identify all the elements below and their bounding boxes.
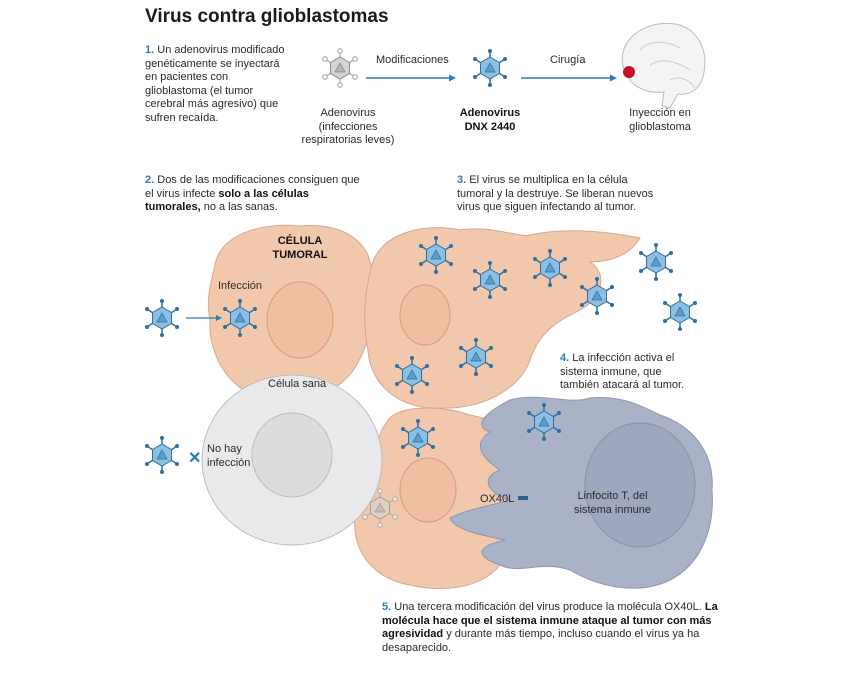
step3-body: El virus se multiplica en la célula tumo… [457, 174, 654, 213]
tumor-label-line1: CÉLULA [277, 235, 323, 247]
arrow2-label: Cirugía [550, 54, 586, 66]
ox40l-molecule [518, 496, 528, 500]
no-infection-label: No hay infección [207, 443, 251, 469]
step3-number: 3. [457, 174, 467, 186]
dnx-label-line1: Adenovirus [459, 107, 521, 119]
page-title: Virus contra glioblastomas [145, 6, 389, 27]
step2-body: Dos de las modificaciones consiguen que … [145, 174, 360, 200]
step4-body: La infección activa el sistema inmune, q… [560, 352, 685, 391]
brain-icon [621, 22, 706, 109]
tumor-dot [623, 66, 635, 78]
step5-body: Una tercera modificación del virus produ… [394, 601, 705, 613]
dnx2440-virus-icon [472, 48, 508, 88]
tumor-nucleus [266, 281, 334, 359]
adenovirus-label: Adenovirus (infecciones respiratorias le… [301, 107, 395, 146]
step2-text: 2. Dos de las modificaciones consiguen q… [145, 174, 360, 215]
step1-body: Un adenovirus modificado genéticamente s… [145, 44, 285, 124]
t-cell-nucleus [584, 422, 696, 548]
step2-bold: solo a las células tumorales, [145, 187, 309, 214]
arrow1-label: Modificaciones [376, 54, 449, 66]
step1-text: 1. Un adenovirus modificado genéticament… [145, 44, 290, 125]
step3-text: 3. El virus se multiplica en la célula t… [457, 174, 667, 215]
brain-label: Inyección en glioblastoma [629, 107, 691, 133]
step4-text: 4. La infección activa el sistema inmune… [560, 352, 700, 393]
step5-tail: y durante más tiempo, incluso cuando el … [382, 628, 700, 654]
step2-tail: no a las sanas. [200, 201, 278, 213]
virus-icon [144, 435, 180, 475]
virus-icon [144, 298, 180, 338]
step4-number: 4. [560, 352, 570, 364]
adenovirus-icon [322, 48, 358, 88]
step5-bold: La molécula hace que el sistema inmune a… [382, 601, 718, 640]
healthy-nucleus [251, 412, 333, 498]
step5-text: 5. Una tercera modificación del virus pr… [382, 601, 722, 655]
ox40l-label: OX40L [480, 493, 515, 505]
step5-number: 5. [382, 601, 392, 613]
step2-number: 2. [145, 174, 155, 186]
dnx-label-line2: DNX 2440 [464, 120, 516, 133]
infection-label: Infección [218, 280, 263, 292]
healthy-cell-label: Célula sana [268, 378, 327, 390]
step1-number: 1. [145, 44, 155, 56]
tumor-label-line2: TUMORAL [272, 248, 328, 261]
t-cell-label: Linfocito T, del sistema inmune [573, 490, 652, 516]
blocked-x-icon: ✕ [188, 450, 201, 467]
